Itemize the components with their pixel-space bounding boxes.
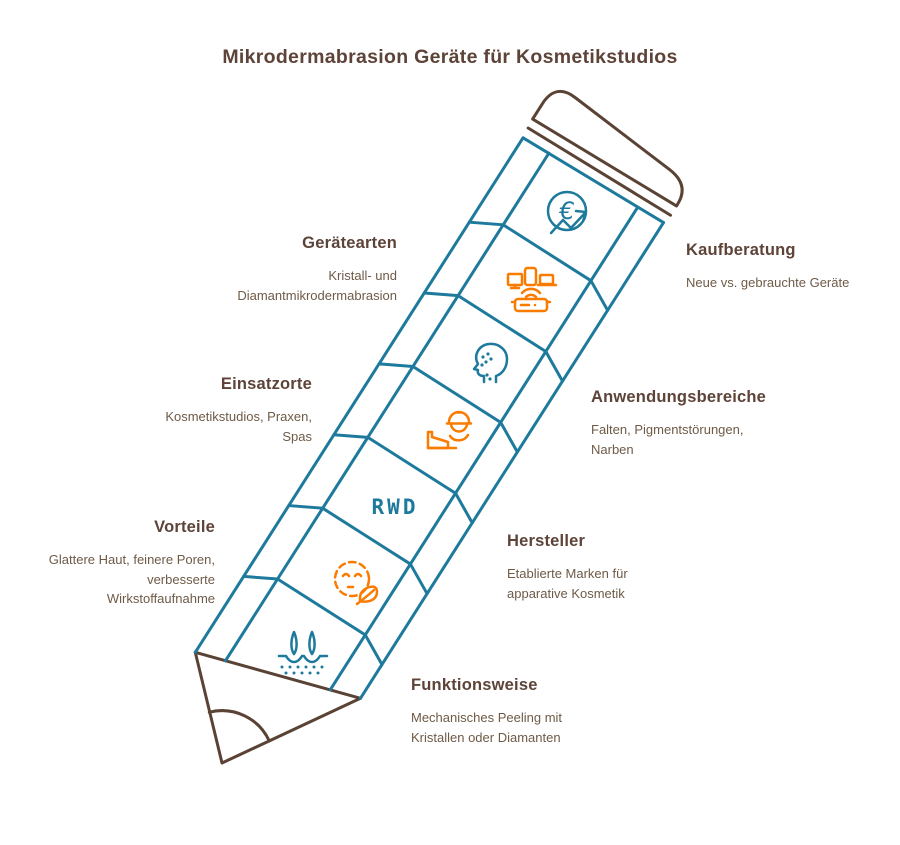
devices-network-icon <box>506 266 558 313</box>
label-heading: Funktionsweise <box>411 676 538 694</box>
label-text: Falten, Pigmentstörungen, Narben <box>591 422 744 457</box>
label-heading: Hersteller <box>507 532 586 550</box>
label-heading: Kaufberatung <box>686 241 796 259</box>
segment-divider <box>422 291 564 383</box>
segment-divider <box>377 362 519 454</box>
label-text: Etablierte Marken für apparative Kosmeti… <box>507 566 628 601</box>
segment-divider <box>287 504 429 596</box>
face-leaf-icon <box>333 560 379 606</box>
label-heading: Einsatzorte <box>220 375 312 393</box>
rwd-label: RWD <box>372 495 419 519</box>
pencil-facet-line-bottom <box>328 205 640 692</box>
pencil-edge-bottom <box>358 221 666 700</box>
pencil-body-end-line <box>521 136 666 225</box>
euro-growth-icon: € <box>546 190 588 235</box>
page-title: Mikrodermabrasion Geräte für Kosmetikstu… <box>222 46 678 68</box>
label-heading: Gerätearten <box>302 234 397 252</box>
label-text: Glattere Haut, feinere Poren, verbessert… <box>48 552 215 606</box>
hair-follicle-icon <box>277 630 329 675</box>
segment-divider <box>467 220 610 312</box>
pencil-ferrule-line <box>526 126 673 217</box>
label-text: Mechanisches Peeling mit Kristallen oder… <box>411 710 563 745</box>
label-funktionsweise: Funktionsweise Mechanisches Peeling mit … <box>411 676 562 747</box>
head-profile-icon <box>472 342 509 384</box>
pencil-eraser-outline <box>531 89 684 208</box>
label-text: Neue vs. gebrauchte Geräte <box>686 275 850 290</box>
label-text: Kosmetikstudios, Praxen, Spas <box>165 409 312 444</box>
person-treatment-icon <box>426 410 473 450</box>
pencil-edge-top <box>193 136 525 654</box>
label-text: Kristall- und Diamantmikrodermabrasion <box>237 268 397 303</box>
label-geraetearten: Gerätearten Kristall- und Diamantmikrode… <box>237 234 397 305</box>
label-hersteller: Hersteller Etablierte Marken für apparat… <box>507 532 628 603</box>
segment-divider <box>242 574 384 667</box>
label-kaufberatung: Kaufberatung Neue vs. gebrauchte Geräte <box>686 241 849 293</box>
pencil-lead-arc <box>207 709 271 743</box>
pencil-tip-outline <box>193 650 362 765</box>
pencil-tip-junction <box>193 650 362 700</box>
segment-divider <box>332 433 474 525</box>
label-einsatzorte: Einsatzorte Kosmetikstudios, Praxen, Spa… <box>165 375 312 446</box>
pencil-shape <box>193 89 684 765</box>
label-heading: Vorteile <box>154 518 215 536</box>
svg-text:€: € <box>558 197 574 225</box>
label-anwendungsbereiche: Anwendungsbereiche Falten, Pigmentstörun… <box>591 388 766 459</box>
label-heading: Anwendungsbereiche <box>591 388 767 406</box>
pencil-facet-line-top <box>223 151 551 663</box>
label-vorteile: Vorteile Glattere Haut, feinere Poren, v… <box>49 518 215 609</box>
